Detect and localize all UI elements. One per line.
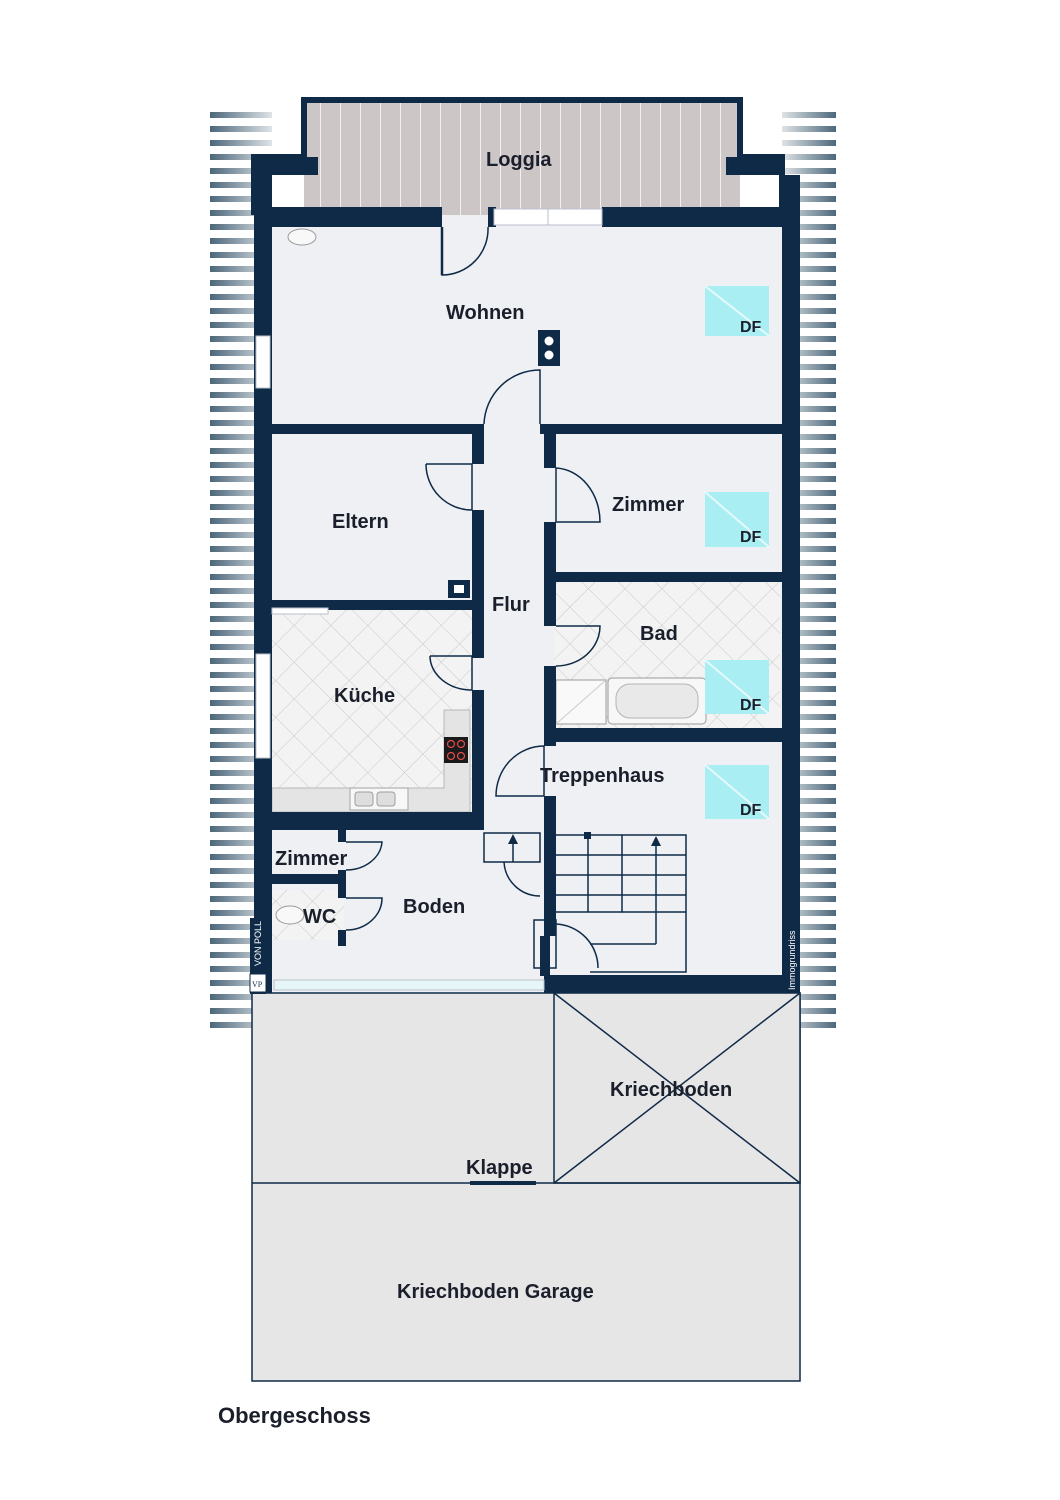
- kueche-tiles: [272, 610, 472, 810]
- room-label-klappe: Klappe: [466, 1157, 533, 1179]
- loggia: [251, 97, 785, 215]
- room-label-zimmer-small: Zimmer: [275, 848, 347, 870]
- room-label-loggia: Loggia: [486, 149, 552, 171]
- stair-arrow-icon: [508, 834, 518, 844]
- doors: [345, 226, 601, 969]
- skylight-label: DF: [740, 802, 762, 819]
- bathtub: [607, 677, 707, 725]
- room-label-wohnen: Wohnen: [446, 302, 525, 324]
- toilet: [275, 905, 305, 925]
- washbasin: [287, 228, 317, 246]
- skylight-wohnen: [704, 285, 770, 337]
- credit-text: Immogrundriss: [787, 930, 797, 990]
- skylight-label: DF: [740, 319, 762, 336]
- stair-marker: [584, 832, 591, 839]
- room-label-kriechboden: Kriechboden: [610, 1079, 732, 1101]
- brand-logo-mark: VP: [252, 980, 263, 989]
- credit-badge: Immogrundriss: [782, 918, 800, 992]
- room-label-boden: Boden: [403, 896, 465, 918]
- room-label-kriechboden-garage: Kriechboden Garage: [397, 1281, 594, 1303]
- room-label-treppenhaus: Treppenhaus: [540, 765, 664, 787]
- floor-title: Obergeschoss: [218, 1403, 371, 1428]
- brand-logo: VON POLL VP: [249, 918, 267, 994]
- room-label-eltern: Eltern: [332, 511, 389, 533]
- room-label-wc: WC: [303, 906, 336, 928]
- shaft: [448, 580, 470, 598]
- skylight-zimmer: [704, 491, 770, 548]
- room-label-flur: Flur: [492, 594, 530, 616]
- stair-arrow-icon: [651, 836, 661, 846]
- room-label-kueche: Küche: [334, 685, 395, 707]
- skylight-treppenhaus: [704, 764, 770, 820]
- shower: [555, 679, 607, 725]
- brand-logo-text: VON POLL: [253, 921, 263, 966]
- attic-area: [251, 992, 801, 1382]
- room-label-bad: Bad: [640, 623, 678, 645]
- skylight-label: DF: [740, 529, 762, 546]
- chimney: [538, 330, 560, 366]
- room-label-zimmer: Zimmer: [612, 494, 684, 516]
- windows: [255, 208, 603, 991]
- skylight-bad: [704, 659, 770, 715]
- skylight-label: DF: [740, 697, 762, 714]
